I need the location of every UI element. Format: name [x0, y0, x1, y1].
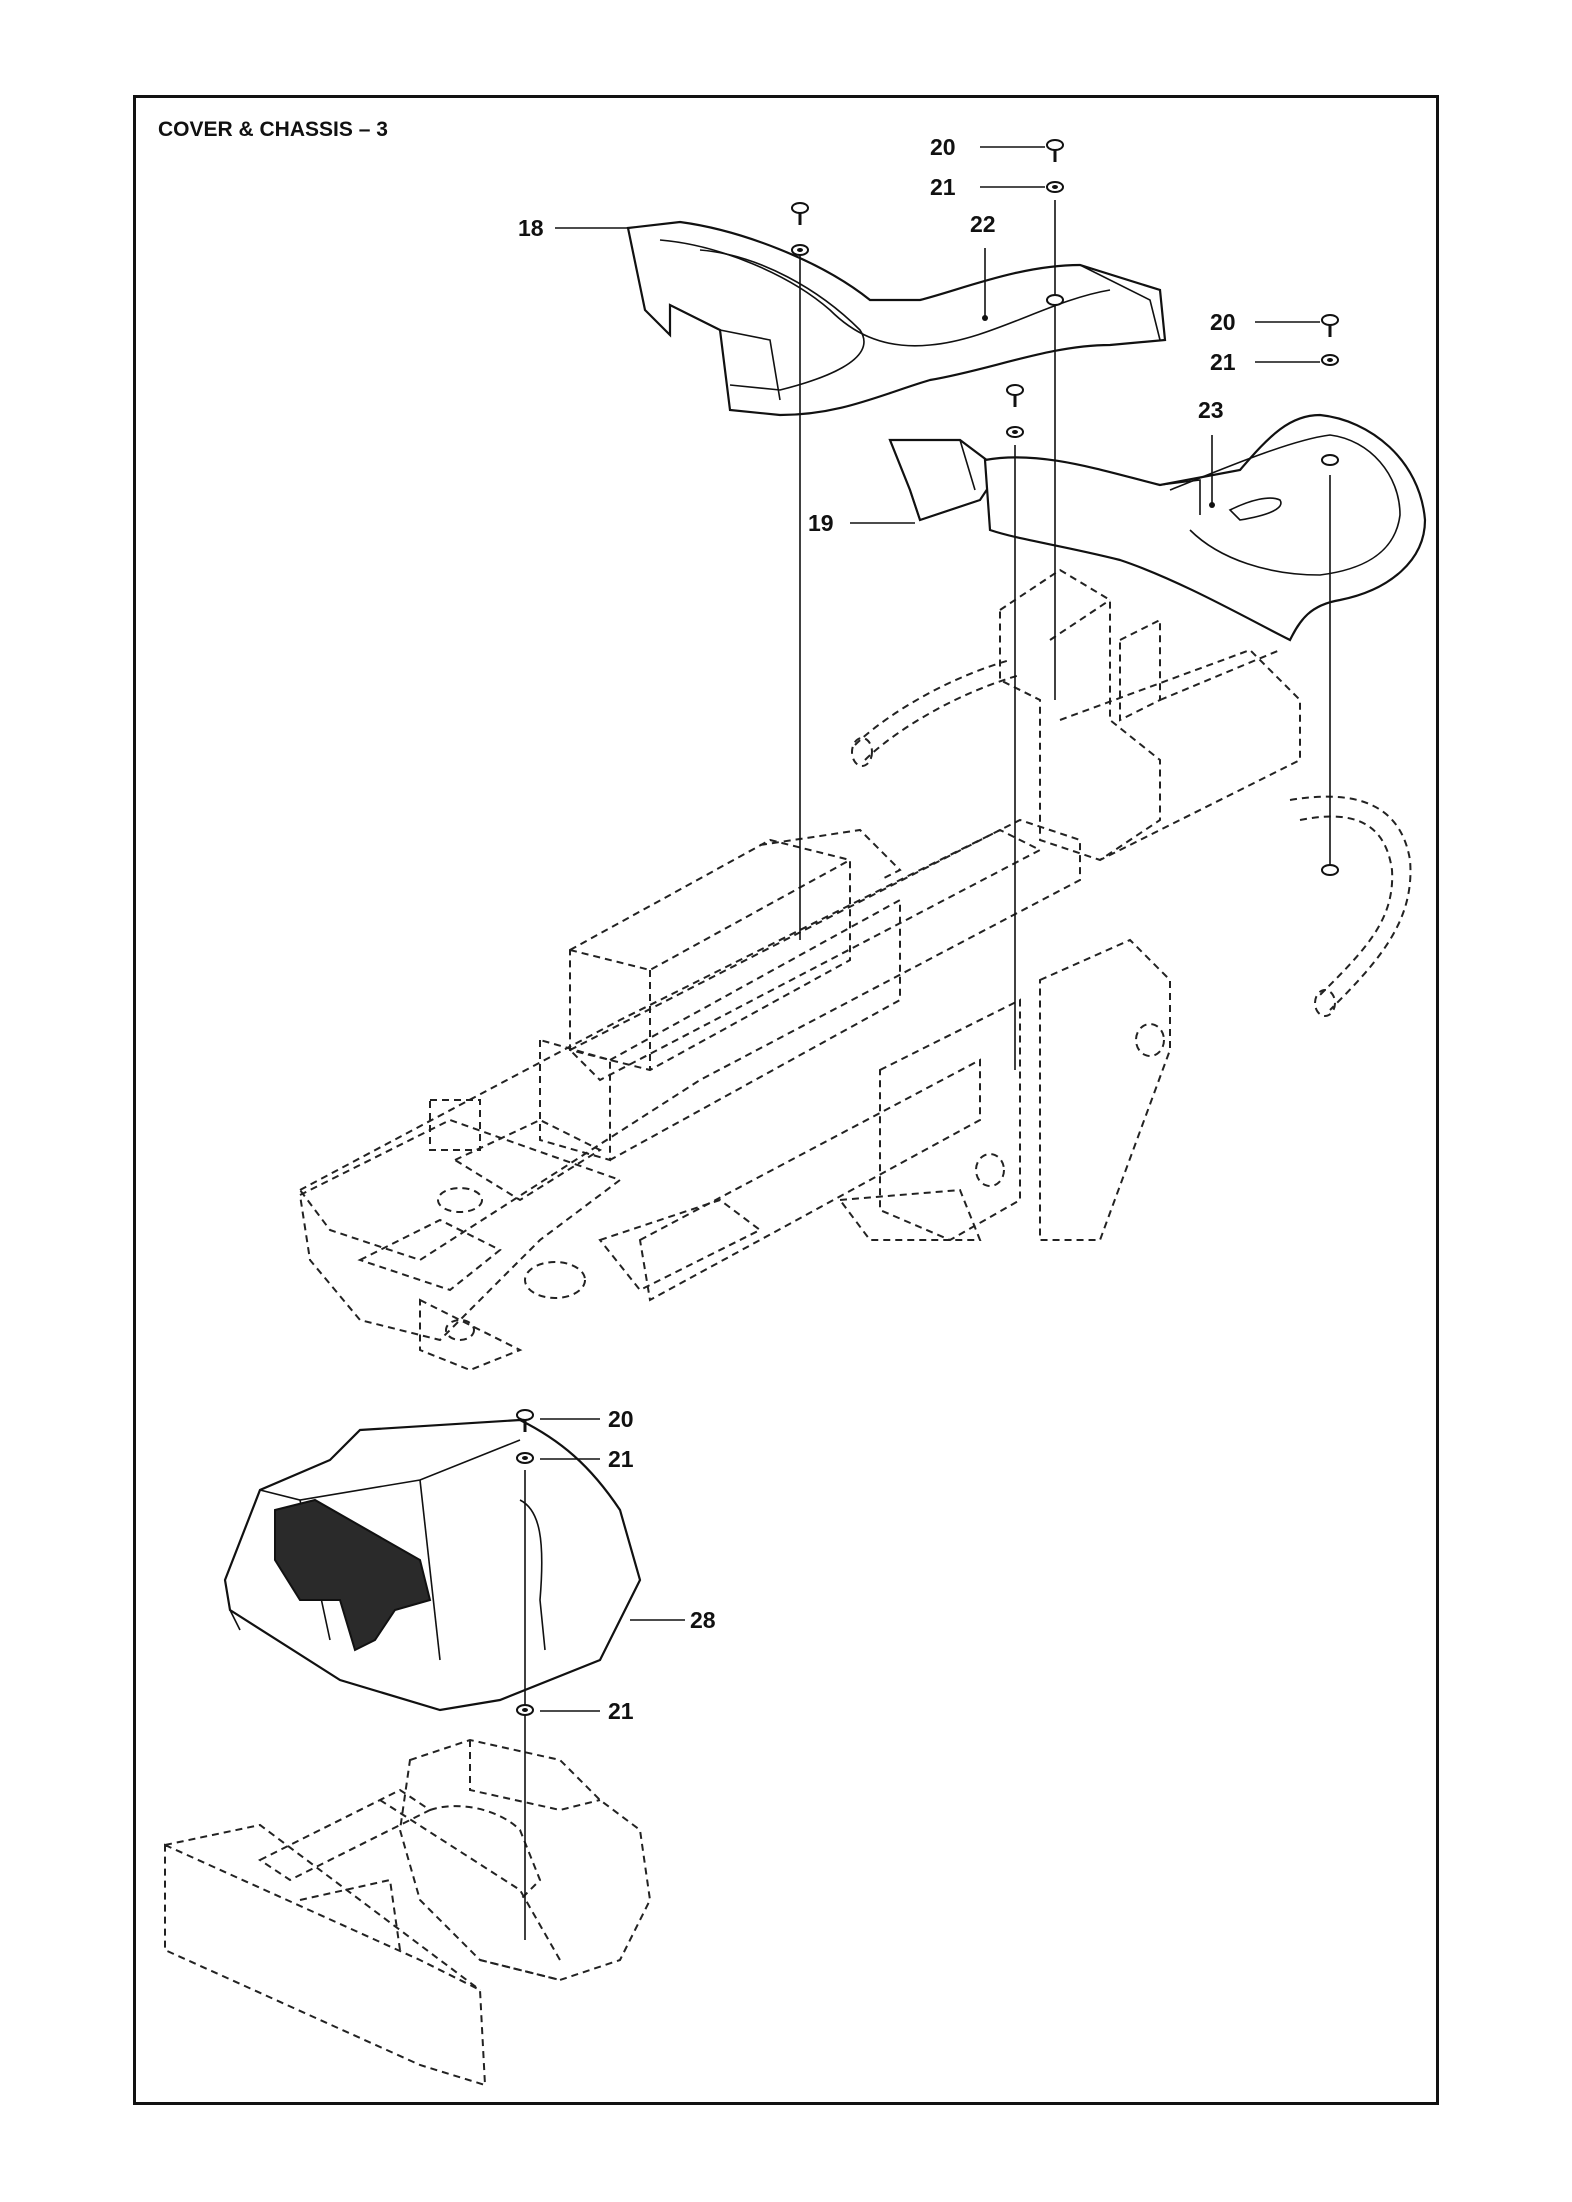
part-23-seat-pan[interactable] — [983, 413, 1427, 642]
callout-21: 21 — [930, 174, 956, 200]
callout-28: 28 — [690, 1607, 716, 1633]
washer-icon — [1321, 354, 1339, 366]
front-mounting-frame — [164, 1738, 652, 2087]
hardware-fasteners — [516, 139, 1339, 1716]
washer-icon — [1006, 426, 1024, 438]
callout-22: 22 — [970, 211, 996, 237]
callout-18: 18 — [518, 215, 544, 241]
screw-icon — [791, 202, 809, 225]
washer-icon — [1046, 181, 1064, 193]
callout-21: 21 — [608, 1446, 634, 1472]
callout-19: 19 — [808, 510, 834, 536]
washer-icon — [791, 244, 809, 256]
part-18-fender-cover[interactable] — [626, 220, 1167, 417]
part-19-bracket[interactable] — [888, 438, 1002, 522]
callout-20: 20 — [608, 1406, 634, 1432]
callout-20: 20 — [1210, 309, 1236, 335]
washer-icon — [516, 1452, 534, 1464]
grille-mesh — [274, 1498, 432, 1652]
callout-21: 21 — [1210, 349, 1236, 375]
page-title: COVER & CHASSIS – 3 — [158, 118, 388, 141]
diagram-frame — [133, 95, 1439, 2105]
washer-icon — [516, 1704, 534, 1716]
screw-icon — [1046, 139, 1064, 162]
chassis-frame — [298, 568, 1412, 1372]
screw-icon — [516, 1409, 534, 1432]
screw-icon — [1321, 314, 1339, 337]
callout-20: 20 — [930, 134, 956, 160]
callout-23: 23 — [1198, 397, 1224, 423]
callout-21: 21 — [608, 1698, 634, 1724]
screw-icon — [1006, 384, 1024, 407]
callout-leaders — [540, 146, 1320, 1712]
part-28-battery-cover[interactable] — [223, 1418, 642, 1712]
